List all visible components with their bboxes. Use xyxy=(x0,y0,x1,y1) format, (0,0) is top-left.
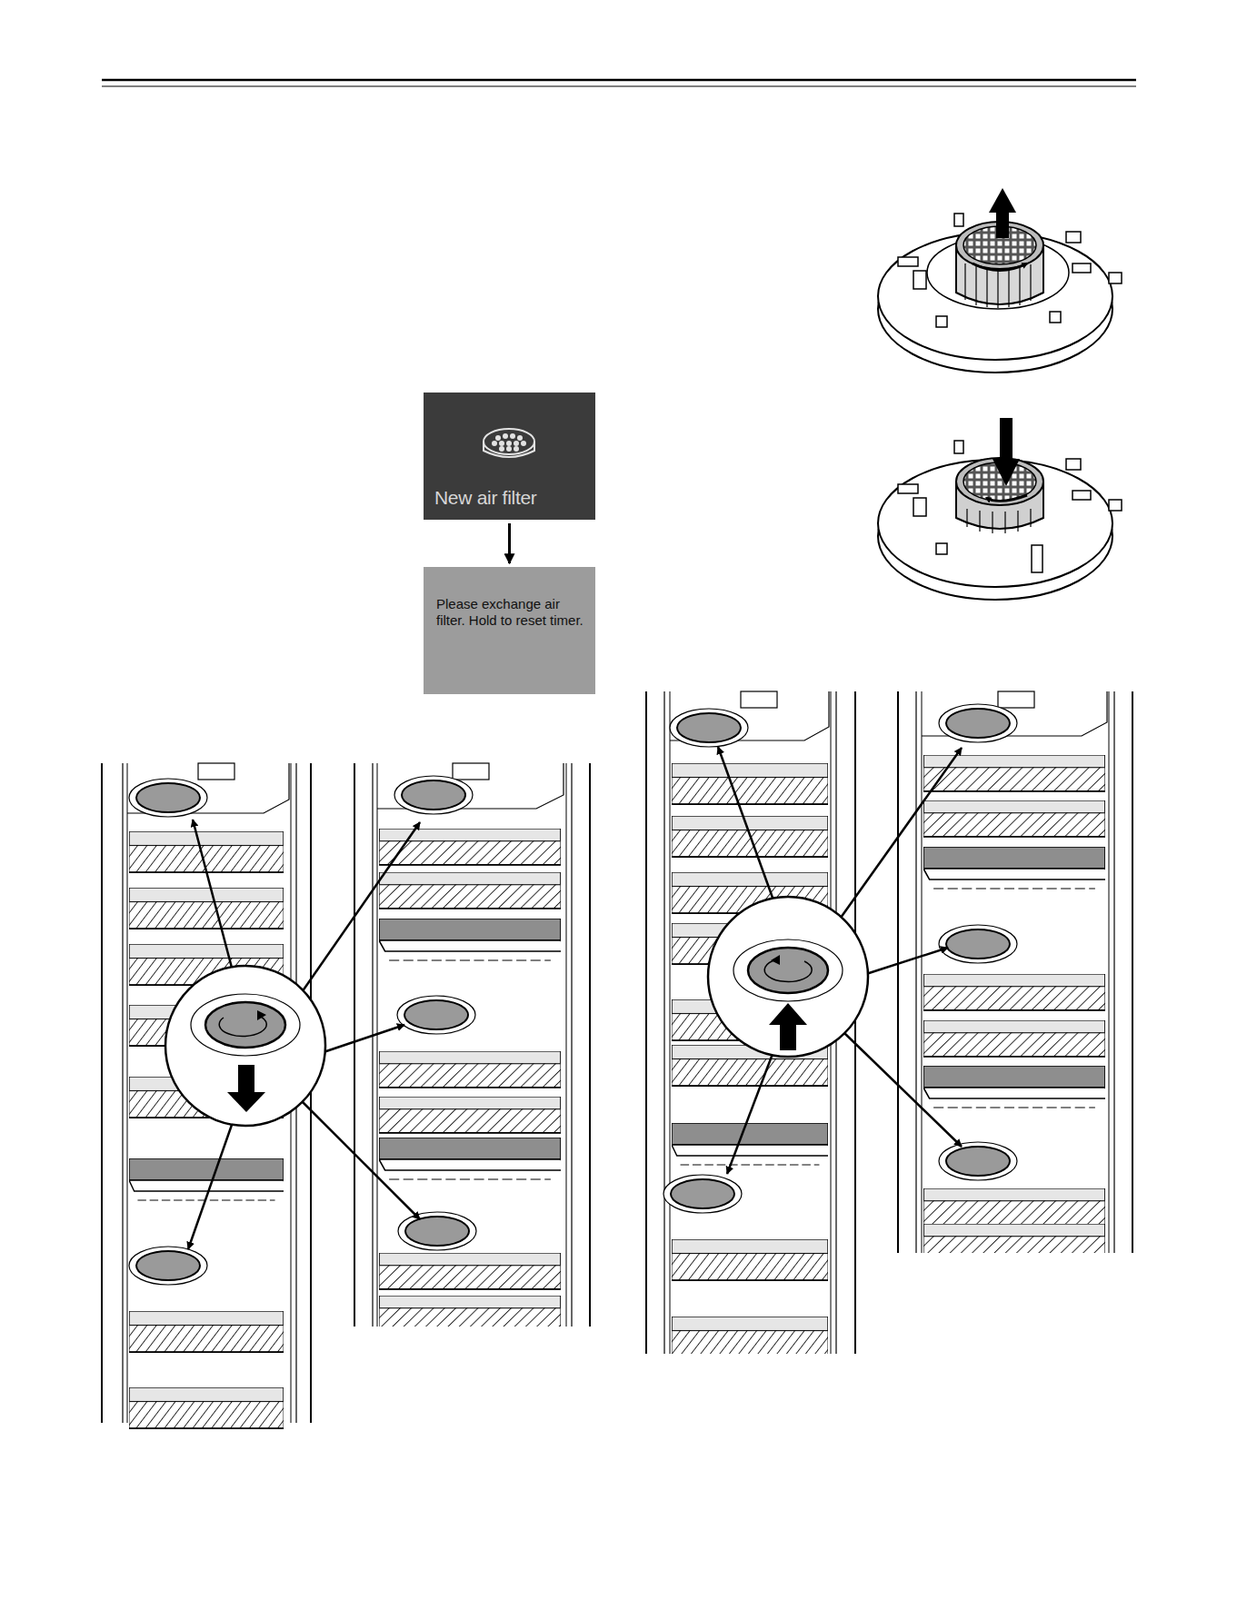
cooler-interior xyxy=(350,763,597,1355)
flow-arrow xyxy=(508,523,511,564)
leader-arrows xyxy=(718,747,962,1175)
filter-insertion xyxy=(877,418,1122,600)
screen-tile: New air filter xyxy=(423,392,596,520)
cooler-interior xyxy=(892,691,1138,1281)
filter-removal xyxy=(877,188,1122,373)
header-rule xyxy=(101,79,1137,87)
detail-circle xyxy=(708,897,868,1058)
screen-text: Please exchange air filter. Hold to rese… xyxy=(436,596,585,629)
screen-message: Please exchange air filter. Hold to rese… xyxy=(423,567,596,695)
screen-text: New air filter xyxy=(434,487,585,509)
detail-circle xyxy=(165,966,326,1127)
